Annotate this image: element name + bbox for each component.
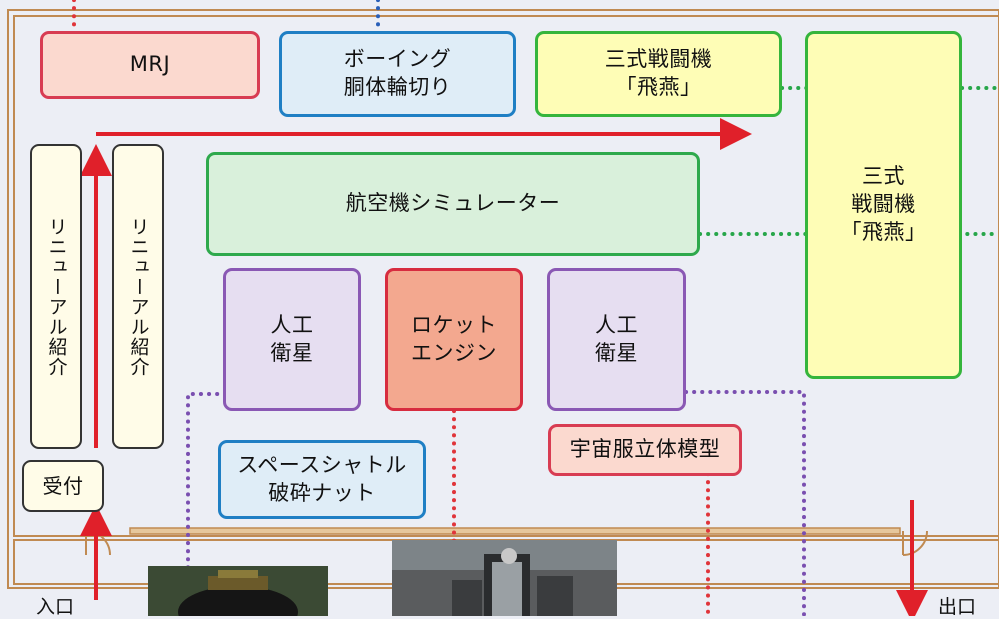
rocket-engine-photo-left [148, 566, 328, 616]
exhibit-spacesuit: 宇宙服立体模型 [548, 424, 742, 476]
leader-satellite-right [684, 390, 806, 616]
exhibit-satellite-left: 人工 衛星 [223, 268, 361, 411]
renewal-panel-left: リニューアル紹介 [30, 144, 82, 449]
exhibit-flight-simulator: 航空機シミュレーター [206, 152, 700, 256]
exhibit-hien-large: 三式 戦闘機 「飛燕」 [805, 31, 962, 379]
exhibit-boeing-fuselage: ボーイング 胴体輪切り [279, 31, 516, 117]
visitor-route [80, 118, 928, 616]
leader-satellite-left [186, 392, 226, 616]
renewal-panel-right: リニューアル紹介 [112, 144, 164, 449]
exhibit-hien-top: 三式戦闘機 「飛燕」 [535, 31, 782, 117]
exhibit-satellite-right: 人工 衛星 [547, 268, 686, 411]
exit-door [902, 530, 928, 556]
exhibit-mrj: MRJ [40, 31, 260, 99]
reception-desk: 受付 [22, 460, 104, 512]
exhibit-rocket-engine: ロケット エンジン [385, 268, 523, 411]
lower-partition [129, 527, 901, 535]
exhibit-shuttle-nut: スペースシャトル 破砕ナット [218, 440, 426, 519]
entrance-label: 入口 [36, 596, 75, 618]
exit-label: 出口 [938, 596, 977, 618]
rocket-engine-photo-right [392, 540, 617, 616]
